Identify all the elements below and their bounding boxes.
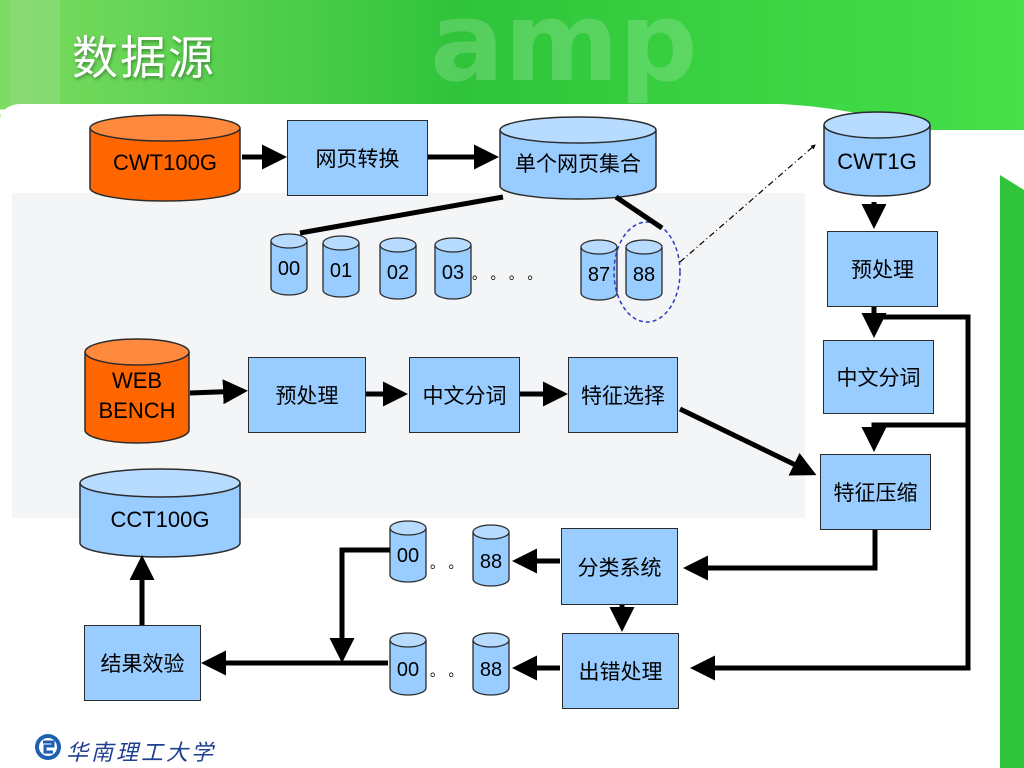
shard-01-label: 01 [329,259,353,282]
out1-00-cylinder [389,520,427,583]
header-watermark: amp [430,0,698,106]
shard-88-highlight [613,221,681,323]
shard-88-cylinder [625,239,663,301]
out2-00-label: 00 [396,658,420,681]
shard-88-label: 88 [632,263,656,286]
segment-right-box: 中文分词 [823,340,934,414]
shard-02-label: 02 [386,261,410,284]
webbench-cylinder [84,338,190,444]
shard-ellipsis: 。 。 。 。 [472,267,542,283]
out2-88-cylinder [472,632,510,696]
arrow-preprocess-to-error [690,314,971,681]
cwt100g-label: CWT100G [113,150,217,176]
out2-dots: 。 。 [430,664,463,680]
cct100g-label: CCT100G [110,507,210,533]
out1-dots: 。 。 [430,556,463,572]
arrow-88-to-cwt1g [679,144,816,263]
shard-87-label: 87 [587,263,611,286]
single-page-set-cylinder [499,116,657,200]
fan-line-left [299,194,504,236]
shard-00-label: 00 [277,257,301,280]
out1-88-label: 88 [479,550,503,573]
shard-03-cylinder [434,237,472,300]
shard-03-label: 03 [441,261,465,284]
preprocess-right-box: 预处理 [827,231,938,307]
footer-school-name: 华南理工大学 [66,741,217,766]
result-verify-box: 结果效验 [84,625,201,701]
webbench-label-line1: WEB [111,368,163,394]
arrow-to-compress [861,422,934,452]
preprocess-mid-box: 预处理 [248,357,366,433]
error-handle-box: 出错处理 [562,633,679,709]
university-logo-icon [35,734,61,760]
shard-87-cylinder [580,239,618,301]
cwt1g-cylinder [823,111,931,197]
shard-00-cylinder [270,233,308,296]
fan-line-right [614,194,664,231]
connectors [129,144,971,681]
cct100g-cylinder [79,468,241,558]
out1-88-cylinder [472,524,510,587]
slide-title: 数据源 [72,31,216,85]
header-background: amp [0,0,1024,130]
webbench-label-line2: BENCH [98,398,176,424]
feature-select-box: 特征选择 [568,357,678,433]
out2-88-label: 88 [479,658,503,681]
arrow-select-to-compress [678,406,817,476]
segment-mid-box: 中文分词 [409,357,520,433]
single-page-set-label: 单个网页集合 [515,151,641,176]
cwt100g-cylinder [89,114,241,202]
shard-01-cylinder [322,235,360,298]
arrow-compress-to-classify [683,530,878,581]
page-convert-box: 网页转换 [287,120,428,196]
right-green-strip [1000,175,1024,768]
shard-02-cylinder [379,237,417,300]
classify-box: 分类系统 [561,528,678,605]
out1-00-label: 00 [396,544,420,567]
arrow-out1-down [329,547,390,663]
arrow-webbench-to-preprocess [189,379,248,405]
feature-compress-box: 特征压缩 [820,454,931,530]
out2-00-cylinder [389,632,427,696]
cwt1g-label: CWT1G [837,149,917,175]
header-band: amp 数据源 [0,0,1024,130]
